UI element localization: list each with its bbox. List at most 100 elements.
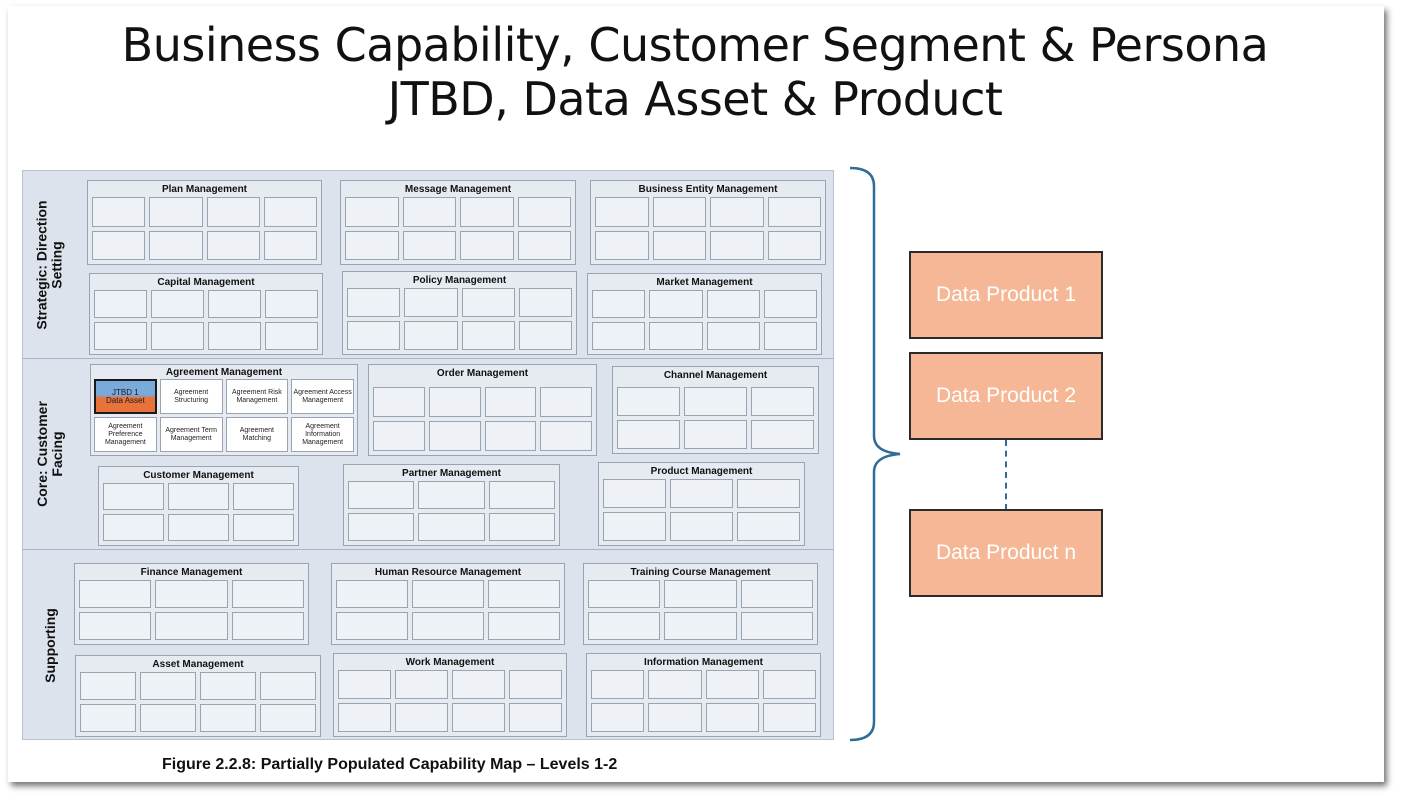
capability-subbox <box>260 672 316 700</box>
capability-subbox <box>208 290 261 318</box>
capability-subbox <box>751 420 814 449</box>
capability-subbox <box>395 670 448 699</box>
capability-subbox <box>208 322 261 350</box>
agreement-matching: Agreement Matching <box>225 417 289 452</box>
capability-subbox <box>338 703 391 732</box>
band-label-strategic: Strategic: Direction Setting <box>34 199 66 330</box>
capability-subbox <box>412 580 484 608</box>
capability-subbox <box>460 197 514 227</box>
group-plan-management: Plan Management <box>87 180 322 265</box>
capability-subbox <box>103 483 164 510</box>
capability-subbox <box>540 421 592 451</box>
group-asset-management: Asset Management <box>75 655 321 737</box>
capability-subbox <box>517 230 571 260</box>
band-label-supporting: Supporting <box>41 607 58 683</box>
title-line-1: Business Capability, Customer Segment & … <box>121 18 1269 72</box>
capability-subbox <box>509 703 562 732</box>
capability-map: Strategic: Direction Setting Core: Custo… <box>22 170 834 740</box>
capability-subbox <box>265 322 318 350</box>
capability-subbox <box>103 514 164 541</box>
capability-subbox <box>155 612 228 640</box>
capability-subbox <box>336 612 408 640</box>
capability-subbox <box>767 197 821 227</box>
capability-subbox <box>348 481 415 509</box>
capability-subbox <box>617 420 680 449</box>
capability-subbox <box>603 479 666 508</box>
capability-subbox <box>591 670 645 699</box>
capability-subbox <box>518 321 572 350</box>
group-partner-management: Partner Management <box>343 464 560 546</box>
capability-subbox <box>265 290 318 318</box>
group-channel-management: Channel Management <box>612 366 819 454</box>
capability-subbox <box>428 387 481 417</box>
capability-subbox <box>484 387 537 417</box>
capability-subbox <box>588 580 661 608</box>
capability-subbox <box>648 670 702 699</box>
dashed-connector <box>1005 440 1007 510</box>
capability-subbox <box>603 512 666 541</box>
capability-subbox <box>684 420 747 449</box>
capability-subbox <box>336 580 408 608</box>
group-capital-management: Capital Management <box>89 273 323 355</box>
capability-subbox <box>763 290 817 318</box>
capability-subbox <box>652 197 706 227</box>
group-business-entity-management: Business Entity Management <box>590 180 826 265</box>
agreement-structuring: Agreement Structuring <box>159 379 223 414</box>
agreement-risk-management: Agreement Risk Management <box>225 379 289 414</box>
slide-title: Business Capability, Customer Segment & … <box>0 18 1390 126</box>
capability-subbox <box>338 670 391 699</box>
capability-subbox <box>402 230 456 260</box>
capability-subbox <box>740 580 813 608</box>
group-market-management: Market Management <box>587 273 822 355</box>
capability-subbox <box>168 514 229 541</box>
capability-subbox <box>706 290 760 318</box>
capability-subbox <box>664 612 737 640</box>
capability-subbox <box>705 703 759 732</box>
capability-subbox <box>591 703 645 732</box>
band-divider <box>23 358 833 359</box>
capability-subbox <box>395 703 448 732</box>
capability-subbox <box>200 704 256 732</box>
capability-subbox <box>347 321 401 350</box>
capability-subbox <box>418 513 485 541</box>
capability-subbox <box>762 670 816 699</box>
capability-subbox <box>263 230 317 260</box>
capability-subbox <box>488 481 555 509</box>
capability-subbox <box>705 670 759 699</box>
data-product-n-box: Data Product n <box>909 509 1103 597</box>
capability-subbox <box>737 512 800 541</box>
capability-subbox <box>140 704 196 732</box>
group-finance-management: Finance Management <box>74 563 309 645</box>
agreement-term-management: Agreement Term Management <box>159 417 223 452</box>
capability-subbox <box>767 230 821 260</box>
capability-subbox <box>206 197 260 227</box>
group-information-management: Information Management <box>586 653 821 737</box>
jtbd-data-asset-box: JTBD 1 Data Asset <box>94 379 157 414</box>
capability-subbox <box>488 580 560 608</box>
capability-subbox <box>706 322 760 350</box>
capability-subbox <box>260 704 316 732</box>
data-product-2-box: Data Product 2 <box>909 352 1103 440</box>
data-product-1-box: Data Product 1 <box>909 251 1103 339</box>
capability-subbox <box>588 612 661 640</box>
capability-subbox <box>517 197 571 227</box>
group-agreement-management: Agreement Management JTBD 1 Data Asset A… <box>90 364 358 456</box>
capability-subbox <box>155 580 228 608</box>
group-product-management: Product Management <box>598 462 805 546</box>
figure-caption: Figure 2.2.8: Partially Populated Capabi… <box>162 756 618 773</box>
capability-subbox <box>595 230 649 260</box>
capability-subbox <box>402 197 456 227</box>
capability-subbox <box>452 670 505 699</box>
jtbd-label: JTBD 1 <box>112 387 139 397</box>
capability-subbox <box>149 230 203 260</box>
capability-subbox <box>92 197 146 227</box>
group-work-management: Work Management <box>333 653 567 737</box>
title-line-2: JTBD, Data Asset & Product <box>387 72 1003 126</box>
capability-subbox <box>231 612 304 640</box>
capability-subbox <box>509 670 562 699</box>
capability-subbox <box>151 322 204 350</box>
capability-subbox <box>404 321 458 350</box>
right-curly-brace <box>849 166 901 742</box>
capability-subbox <box>484 421 537 451</box>
capability-subbox <box>79 612 152 640</box>
